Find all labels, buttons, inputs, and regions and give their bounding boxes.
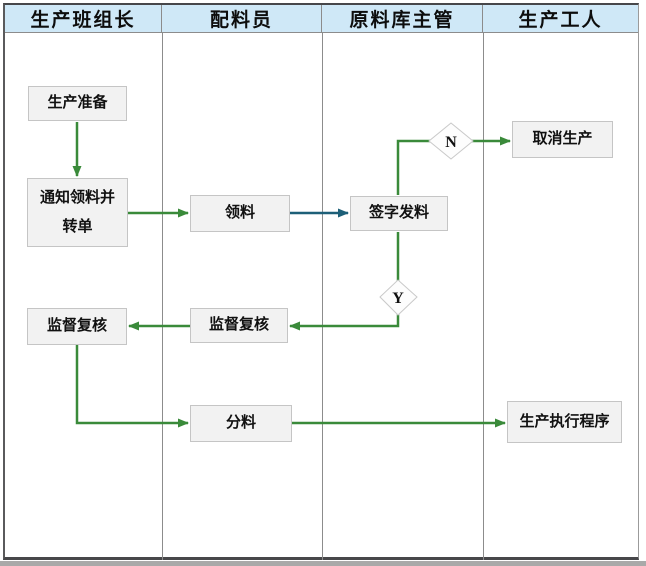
- node-notify-material-transfer: 通知领料并 转单: [27, 178, 128, 247]
- lane-header-team-leader: 生产班组长: [5, 5, 162, 33]
- lane-header-warehouse-supervisor: 原料库主管: [322, 5, 483, 33]
- node-pick-material: 领料: [190, 195, 290, 232]
- bottom-edge-shadow: [0, 561, 646, 566]
- lane-divider-2: [322, 33, 323, 560]
- node-cancel-production: 取消生产: [512, 121, 613, 158]
- node-split-material: 分料: [190, 405, 292, 442]
- lane-header-row: 生产班组长 配料员 原料库主管 生产工人: [5, 5, 638, 33]
- lane-divider-1: [162, 33, 163, 560]
- node-supervise-review-batcher: 监督复核: [190, 308, 288, 343]
- node-sign-issue-material: 签字发料: [350, 196, 448, 231]
- node-supervise-review-leader: 监督复核: [27, 308, 127, 345]
- lane-header-batcher: 配料员: [162, 5, 322, 33]
- node-production-execution: 生产执行程序: [507, 401, 622, 443]
- lane-header-production-worker: 生产工人: [483, 5, 638, 33]
- node-production-preparation: 生产准备: [28, 86, 127, 121]
- lane-divider-3: [483, 33, 484, 560]
